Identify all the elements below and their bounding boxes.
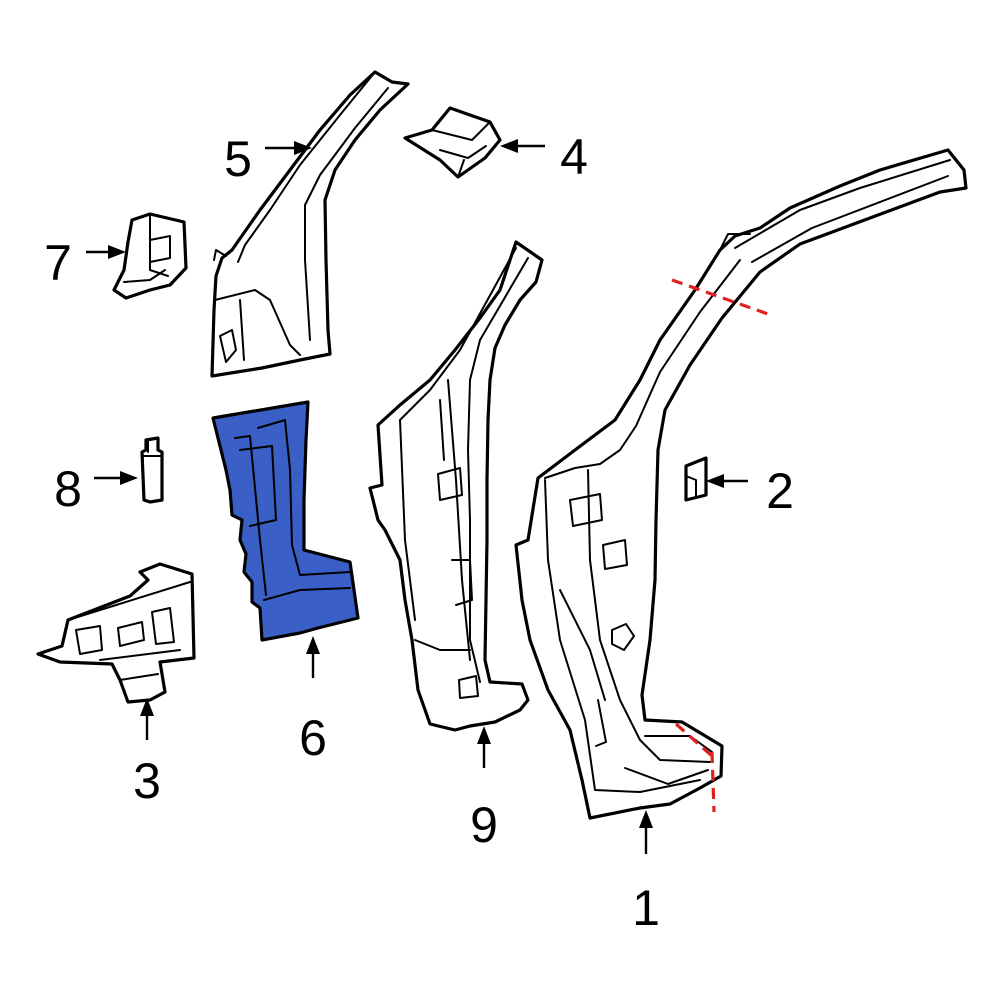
up-arrow-icon (639, 810, 653, 828)
cut-line-lower-b (710, 751, 716, 813)
up-arrow-icon (140, 698, 154, 716)
callout-2-number: 2 (766, 463, 794, 519)
callout-3-number: 3 (133, 753, 161, 809)
callout-7-number: 7 (44, 235, 72, 291)
callout-1: 1 (632, 810, 660, 936)
callout-8: 8 (54, 461, 138, 517)
callout-1-number: 1 (632, 880, 660, 936)
part-2-clip[interactable] (684, 456, 708, 502)
right-arrow-icon (108, 245, 126, 259)
callout-9-number: 9 (470, 797, 498, 853)
callout-6-number: 6 (299, 710, 327, 766)
part-7-bracket[interactable] (112, 212, 188, 300)
callout-9: 9 (470, 726, 498, 853)
part-5-upper-reinforcement[interactable] (210, 70, 410, 378)
callout-5: 5 (224, 131, 312, 187)
cut-lines (671, 278, 769, 813)
callout-7: 7 (44, 235, 126, 291)
callout-3: 3 (133, 698, 161, 809)
callout-5-number: 5 (224, 131, 252, 187)
cut-line-lower-a (674, 722, 714, 758)
part-1-pillar-outer[interactable] (514, 148, 968, 820)
left-arrow-icon (500, 139, 518, 153)
right-arrow-icon (120, 471, 138, 485)
part-8-stud[interactable] (140, 436, 164, 504)
part-4-bracket[interactable] (403, 106, 502, 179)
callout-8-number: 8 (54, 461, 82, 517)
callout-4: 4 (500, 129, 588, 185)
callout-6: 6 (299, 636, 327, 766)
up-arrow-icon (477, 726, 491, 744)
right-arrow-icon (294, 141, 312, 155)
part-9-pillar-inner[interactable] (368, 240, 544, 732)
callout-4-number: 4 (560, 129, 588, 185)
left-arrow-icon (706, 474, 724, 488)
callout-2: 2 (706, 463, 794, 519)
up-arrow-icon (306, 636, 320, 654)
part-6-reinforcement[interactable] (211, 400, 360, 642)
part-3-lower-bracket[interactable] (36, 562, 196, 704)
